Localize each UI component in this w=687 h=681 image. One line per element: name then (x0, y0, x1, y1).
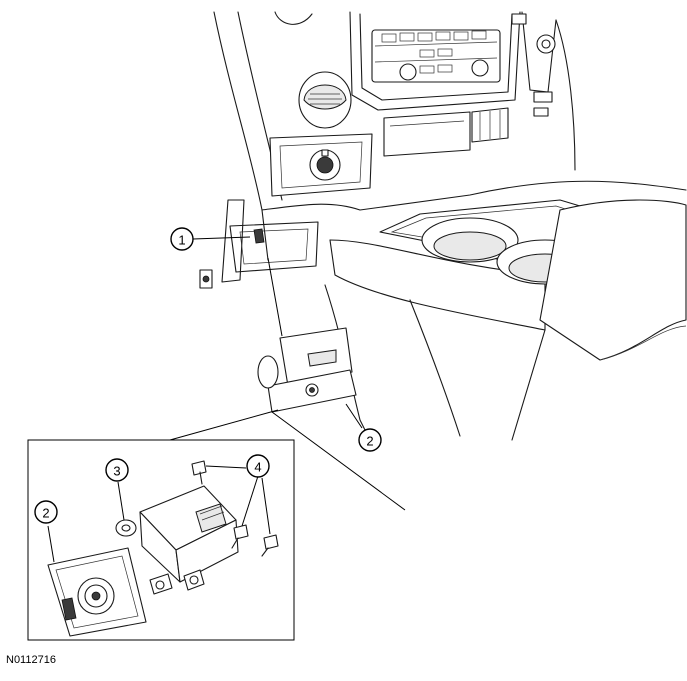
callout-1: 1 (170, 227, 251, 251)
air-vent (298, 71, 352, 129)
center-console (261, 180, 687, 441)
svg-text:2: 2 (42, 506, 49, 521)
screws-item-4 (191, 460, 279, 557)
svg-text:2: 2 (366, 434, 373, 449)
console-side-panel (199, 199, 319, 289)
callout-2-inset: 2 (34, 500, 58, 524)
module-bezel-removed (257, 327, 357, 413)
storage-tray (383, 111, 471, 157)
fan-knob (471, 59, 489, 77)
washer-item-3 (115, 519, 137, 537)
module-opening (229, 221, 319, 273)
rear-vent-slots (471, 107, 509, 143)
svg-text:1: 1 (178, 233, 185, 248)
instrument-panel (213, 11, 576, 261)
callout-3: 3 (105, 458, 129, 482)
screw (261, 534, 279, 557)
temperature-knob (399, 63, 417, 81)
callout-2-main: 2 (358, 428, 382, 452)
svg-text:4: 4 (254, 460, 261, 475)
power-point-bezel (269, 133, 373, 197)
inset-module-assembly (47, 485, 239, 637)
armrest (539, 199, 687, 361)
figure-reference-id: N0112716 (6, 654, 56, 666)
callout-4: 4 (246, 454, 270, 478)
screw (191, 460, 207, 485)
svg-text:3: 3 (113, 464, 120, 479)
